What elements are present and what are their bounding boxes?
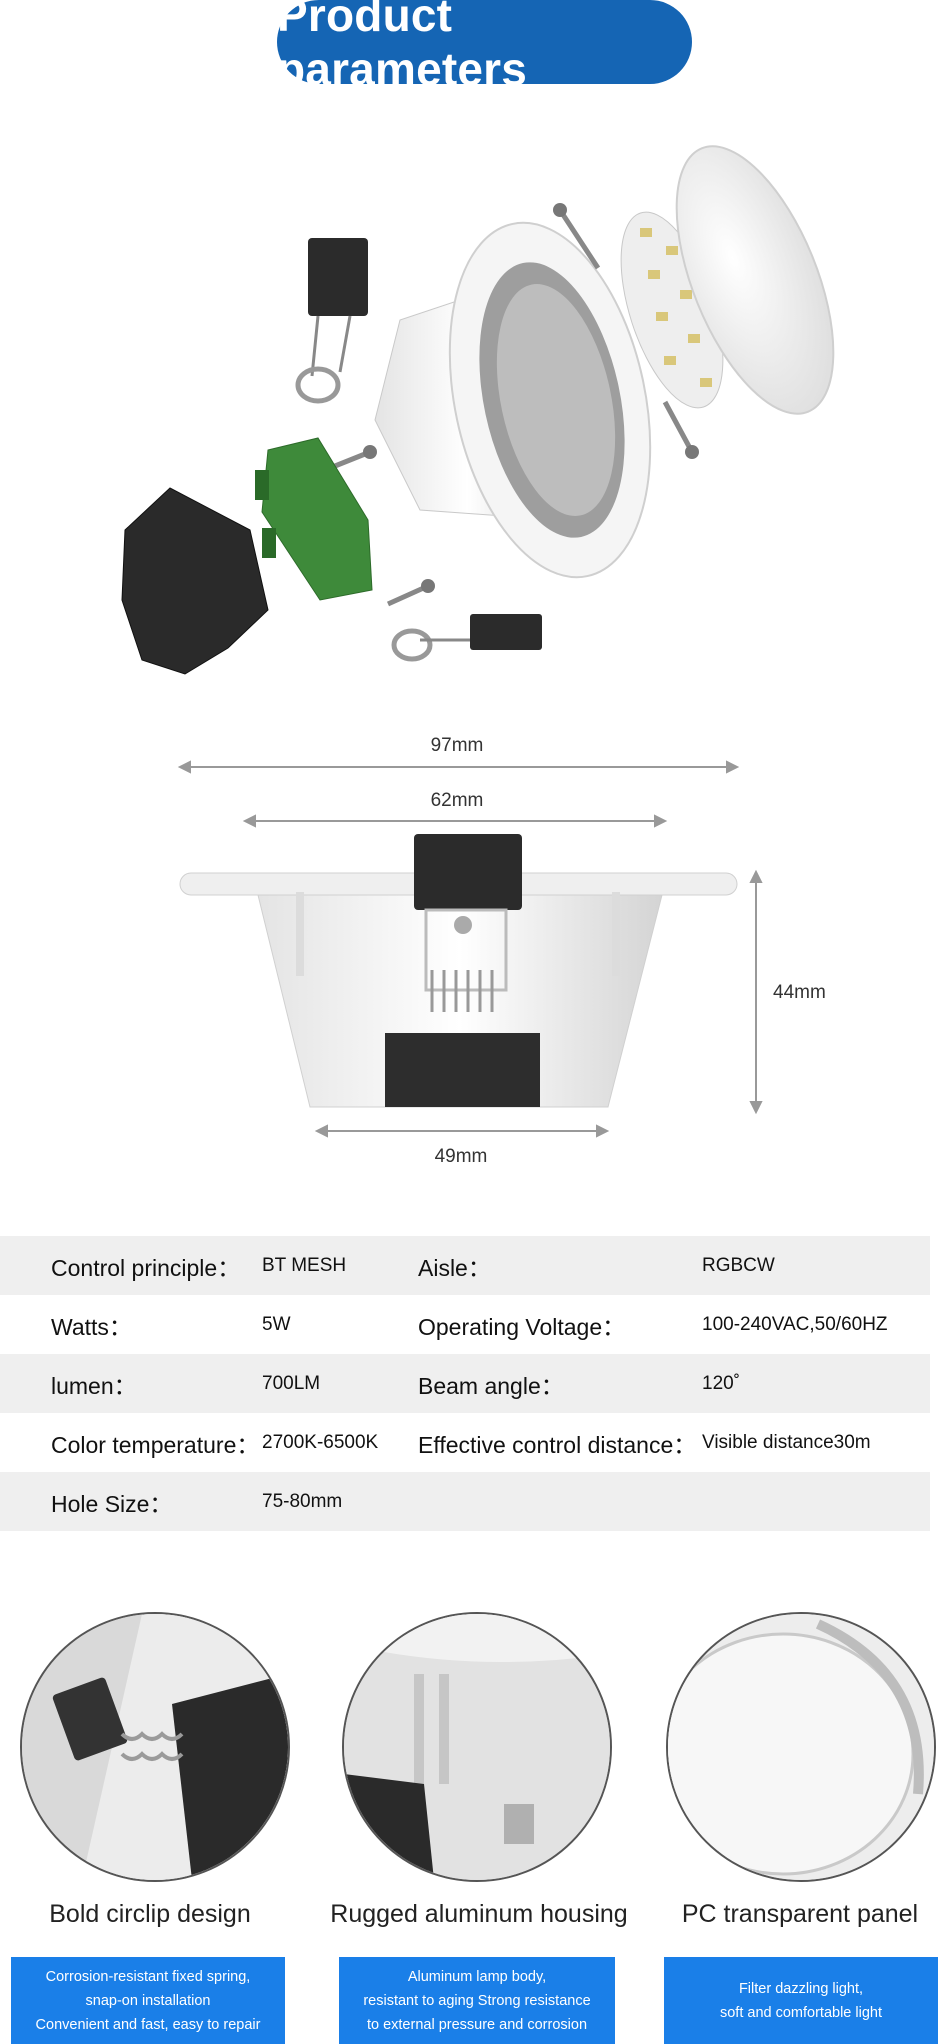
spec-key: Hole Size： [51,1490,173,1517]
pc-panel [675,145,835,415]
feature-description-line: Filter dazzling light, [738,1980,864,1997]
spec-row: Control principle： BT MESH Aisle： RGBCW [0,1236,930,1295]
dimension-width-top: 97mm [431,735,484,756]
spec-key: Operating Voltage： [418,1313,626,1340]
feature-description-box: Filter dazzling light, soft and comforta… [664,1957,938,2044]
spec-key: Control principle： [51,1254,241,1281]
spec-value: 120˚ [702,1372,741,1394]
spring-clip-bottom [391,614,542,662]
page-title-text: Product parameters [277,0,528,95]
feature-description-line: Aluminum lamp body, [407,1968,547,1985]
feature-description-line: Corrosion-resistant fixed spring, [45,1968,251,1985]
spec-value: 5W [262,1313,291,1335]
spec-key: Color temperature： [51,1431,260,1458]
driver-pcb [255,437,373,601]
feature-description-line: resistant to aging Strong resistance [363,1992,591,2009]
feature-title: Bold circlip design [49,1900,251,1928]
spec-key: Watts： [51,1313,132,1340]
spec-value: 700LM [262,1372,321,1394]
feature-description-box: Corrosion-resistant fixed spring, snap-o… [11,1957,285,2044]
spec-key: Beam angle： [418,1372,564,1399]
led-board [620,211,724,409]
dimension-height: 44mm [773,982,826,1003]
feature-description-line: to external pressure and corrosion [366,2016,588,2033]
spec-row: lumen： 700LM Beam angle： 120˚ [0,1354,930,1413]
specs-table: Control principle： BT MESH Aisle： RGBCW … [0,1236,930,1531]
spec-row: Color temperature： 2700K-6500K Effective… [0,1413,930,1472]
spec-value: 100-240VAC,50/60HZ [702,1313,888,1335]
feature-title: Rugged aluminum housing [330,1900,628,1928]
feature-description-line: Convenient and fast, easy to repair [35,2016,261,2033]
spec-key: Effective control distance： [418,1431,697,1458]
feature-image-panel [666,1612,936,1882]
driver-box [121,487,269,675]
exploded-view-illustration [121,145,835,675]
feature-title: PC transparent panel [681,1900,919,1928]
dimension-width-mid: 62mm [431,790,484,811]
spring-clip-top [295,238,368,404]
spec-value: Visible distance30m [702,1431,871,1453]
spec-value: 75-80mm [262,1490,343,1512]
spec-value: RGBCW [702,1254,775,1276]
lamp-housing [374,221,652,579]
lamp-side-profile [179,834,738,1108]
spec-row: Hole Size： 75-80mm [0,1472,930,1531]
spec-key: lumen： [51,1372,137,1399]
feature-image-circlip [20,1612,290,1882]
feature-description-line: snap-on installation [85,1992,211,2009]
spec-key: Aisle： [418,1254,491,1281]
dimension-drawing: 97mm 62mm 44mm 49mm [177,735,826,1167]
feature-description-box: Aluminum lamp body, resistant to aging S… [339,1957,615,2044]
dimension-width-bottom: 49mm [435,1146,488,1167]
feature-image-housing [342,1612,612,1882]
page-title: Product parameters [277,0,692,95]
screws [329,203,699,607]
spec-value: BT MESH [262,1254,347,1276]
spec-value: 2700K-6500K [262,1431,379,1453]
spec-row: Watts： 5W Operating Voltage： 100-240VAC,… [0,1295,930,1354]
feature-description-line: soft and comfortable light [719,2004,882,2021]
